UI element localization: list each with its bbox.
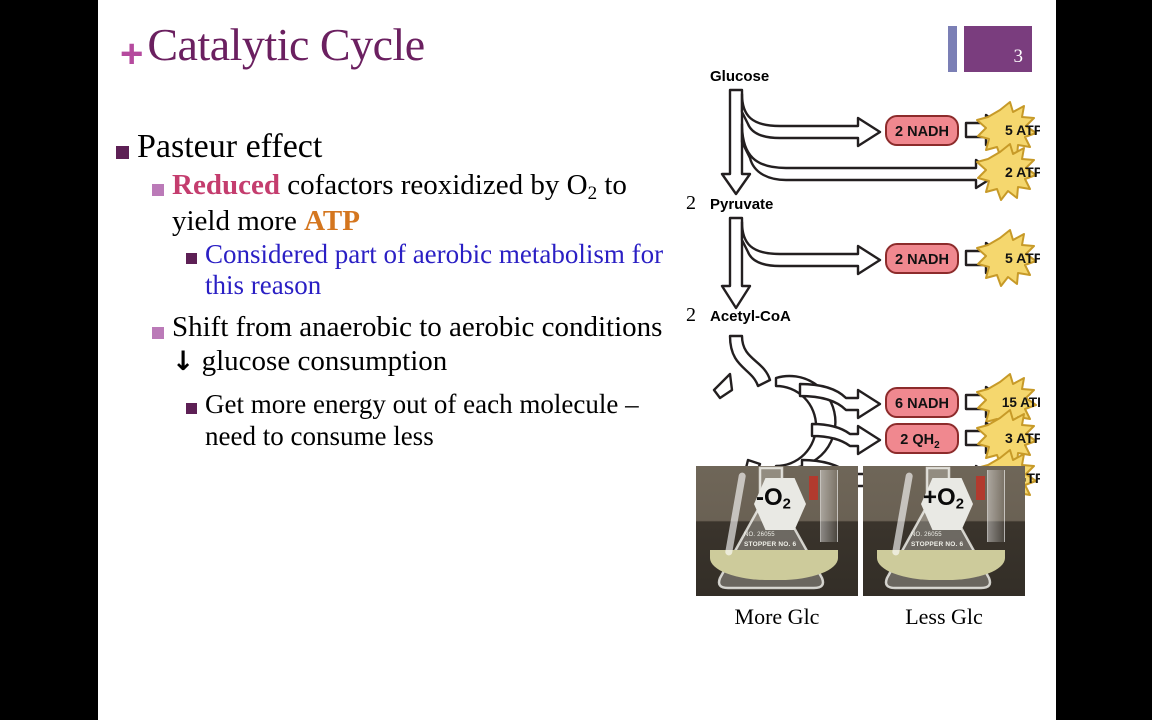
bullet-text: Pasteur effect: [137, 128, 323, 165]
svg-text:15 ATP: 15 ATP: [1002, 395, 1040, 410]
label-glucose: Glucose: [710, 68, 770, 85]
label-qh2-tca: 2 QH2: [900, 432, 940, 451]
bullet-square-icon: [152, 326, 164, 339]
star-atp-glycolysis-direct: 2 ATP: [976, 143, 1040, 201]
o2-subscript: 2: [782, 496, 791, 513]
side-tube: [820, 470, 838, 542]
flask-photo-row: NO. 26055 STOPPER NO. 6 -O2 NO. 26055 ST: [696, 466, 1026, 596]
stopper-tag: [921, 478, 973, 530]
caption-less-glc: Less Glc: [905, 604, 983, 629]
o2-condition-label: -O2: [756, 486, 791, 513]
o2-subscript: 2: [955, 496, 964, 513]
flask-marking-2: STOPPER NO. 6: [744, 541, 797, 548]
bullet-text-part: glucose consumption: [194, 345, 448, 378]
bullet-text: Considered part of aerobic metabolism fo…: [205, 238, 664, 301]
flask-photo-plus-o2: NO. 26055 STOPPER NO. 6 +O2: [863, 466, 1025, 596]
bullet-square-icon: [186, 403, 197, 415]
svg-text:5 ATP: 5 ATP: [1005, 122, 1040, 138]
svg-text:5 ATP: 5 ATP: [1005, 250, 1040, 266]
red-clamp: [976, 476, 985, 500]
bullet-square-icon: [116, 145, 129, 159]
label-nadh-glycolysis: 2 NADH: [895, 124, 949, 140]
flask-marking-1: NO. 26055: [744, 532, 775, 538]
bullet-text-part: to yield more: [172, 168, 627, 237]
flask-caption-row: More Glc Less Glc: [696, 604, 1026, 630]
bullet-text-part: cofactors reoxidized by O: [279, 168, 588, 201]
label-nadh-tca: 6 NADH: [895, 396, 949, 412]
plus-icon: +: [120, 32, 144, 76]
stopper-tag: [754, 478, 806, 530]
label-nadh-pdh: 2 NADH: [895, 252, 949, 268]
red-clamp: [809, 476, 818, 500]
star-atp-pdh: 5 ATP: [976, 229, 1040, 287]
bullet-text-part: Shift from anaerobic to aerobic conditio…: [172, 311, 663, 344]
side-tube: [987, 470, 1005, 542]
slide-number-badge: 3: [948, 26, 1032, 72]
svg-text:2 ATP: 2 ATP: [1005, 164, 1040, 180]
subscript-2: 2: [587, 182, 598, 204]
bullet-reduced-cofactors: Reduced cofactors reoxidized by O2 to yi…: [152, 169, 676, 239]
bullet-square-icon: [186, 252, 197, 264]
badge-accent-bar: [948, 26, 957, 72]
bullet-text: Get more energy out of each molecule – n…: [205, 389, 639, 451]
label-pyruvate: Pyruvate: [710, 196, 774, 213]
flask-photo-minus-o2: NO. 26055 STOPPER NO. 6 -O2: [696, 466, 858, 596]
label-pyruvate-count: 2: [686, 192, 696, 214]
label-acetyl-coa: Acetyl-CoA: [710, 308, 791, 325]
o2-sign: -O: [756, 484, 783, 511]
caption-more-glc: More Glc: [734, 604, 820, 629]
badge-box: 3: [964, 26, 1032, 72]
flask-marking-1: NO. 26055: [911, 532, 942, 538]
svg-text:3 ATP: 3 ATP: [1005, 430, 1040, 446]
page-title: + Catalytic Cycle: [120, 19, 425, 76]
bullet-pasteur-effect: Pasteur effect: [116, 128, 676, 167]
flask-liquid: [710, 550, 838, 580]
slide-body: Pasteur effect Reduced cofactors reoxidi…: [116, 128, 676, 452]
bullet-get-more-energy: Get more energy out of each molecule – n…: [186, 389, 676, 452]
keyword-atp: ATP: [304, 204, 360, 237]
presentation-slide: + Catalytic Cycle 3 Pasteur effect Reduc…: [98, 0, 1056, 720]
star-atp-tca-qh2: 3 ATP: [976, 409, 1040, 467]
o2-sign: +O: [923, 484, 956, 511]
o2-condition-label: +O2: [923, 486, 964, 513]
down-arrow-icon: ↓: [172, 346, 195, 378]
slide-number: 3: [1013, 46, 1024, 67]
flask-marking-2: STOPPER NO. 6: [911, 541, 964, 548]
title-text: Catalytic Cycle: [147, 19, 425, 70]
bullet-considered-aerobic: Considered part of aerobic metabolism fo…: [186, 239, 676, 302]
label-acetylcoa-count: 2: [686, 304, 696, 326]
flask-comparison: NO. 26055 STOPPER NO. 6 -O2 NO. 26055 ST: [696, 466, 1026, 630]
bullet-square-icon: [152, 183, 164, 196]
bullet-text: Reduced cofactors reoxidized by O2 to yi…: [172, 169, 676, 239]
flask-liquid: [877, 550, 1005, 580]
bullet-shift-conditions: Shift from anaerobic to aerobic conditio…: [152, 311, 676, 379]
keyword-reduced: Reduced: [172, 168, 280, 201]
bullet-text: Shift from anaerobic to aerobic conditio…: [172, 311, 676, 379]
